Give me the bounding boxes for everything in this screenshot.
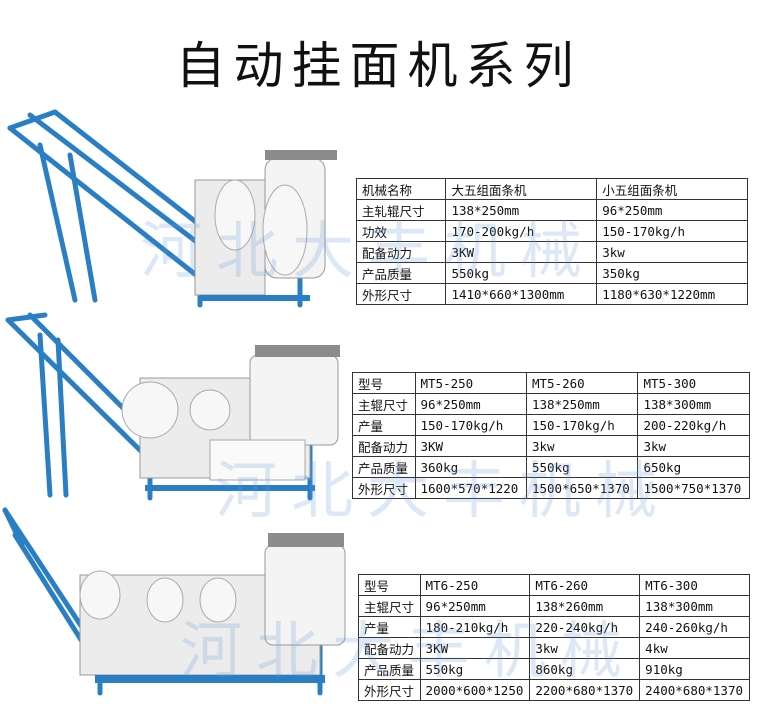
machine-image-2 bbox=[5, 312, 340, 501]
page-title: 自动挂面机系列 bbox=[175, 37, 582, 95]
machine-image-1 bbox=[7, 109, 337, 308]
table-row: 机械名称大五组面条机小五组面条机 bbox=[355, 178, 748, 200]
machine-image-3 bbox=[2, 507, 346, 696]
